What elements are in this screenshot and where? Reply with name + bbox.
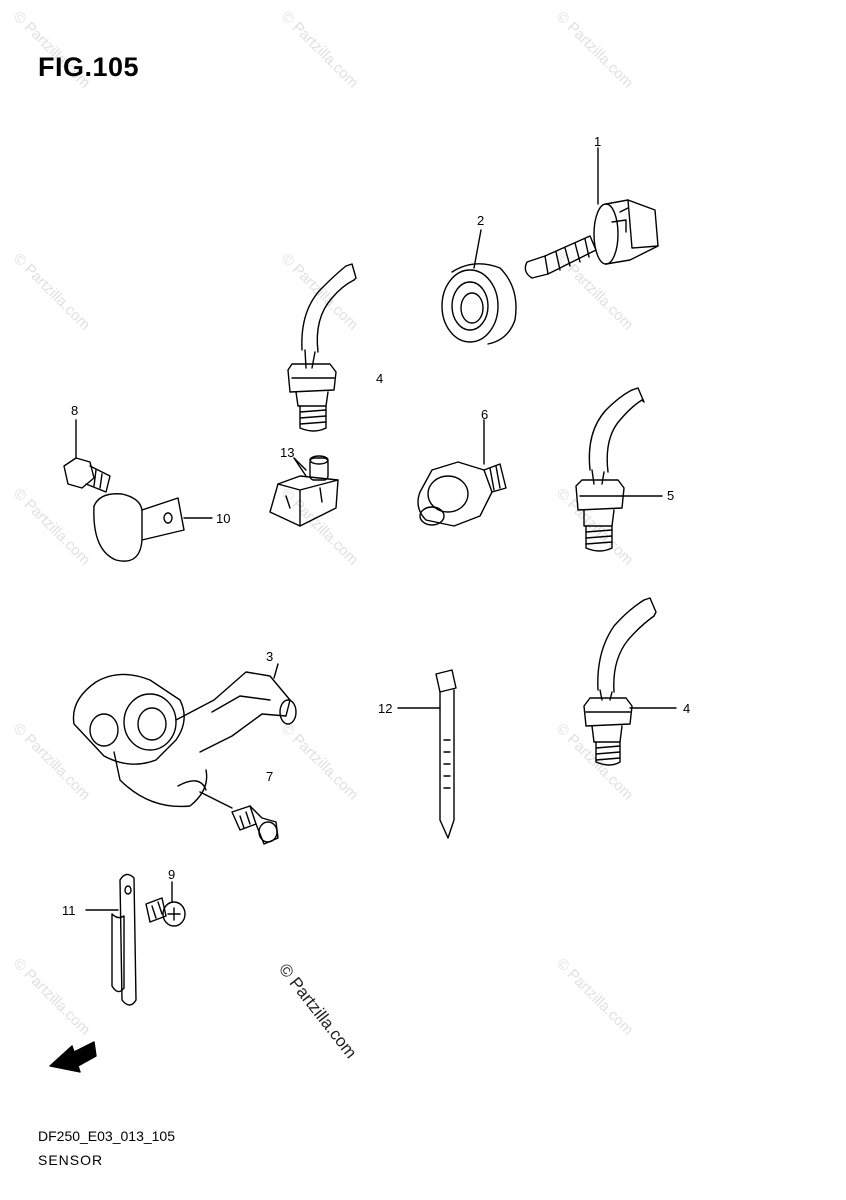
diagram-code: DF250_E03_013_105 — [38, 1128, 176, 1144]
callout-12: 12 — [378, 701, 393, 716]
fwd-arrow-icon — [49, 1041, 97, 1073]
part-5-sensor — [575, 387, 663, 552]
callout-8: 8 — [71, 403, 79, 418]
part-4-sensor-upper — [287, 263, 357, 432]
callout-2: 2 — [477, 213, 485, 228]
callout-4-lower: 4 — [683, 701, 691, 716]
callout-1: 1 — [594, 134, 602, 149]
callout-7: 7 — [266, 769, 274, 784]
part-13-clip — [269, 455, 339, 527]
part-11-clip — [85, 873, 137, 1006]
callout-9: 9 — [168, 867, 176, 882]
callout-6: 6 — [481, 407, 489, 422]
part-3-sensor-bracket — [72, 663, 297, 809]
callout-10: 10 — [216, 511, 231, 526]
part-6-knock-sensor — [417, 419, 507, 527]
part-12-cable-tie — [397, 669, 457, 839]
part-2-grommet — [441, 229, 517, 345]
part-1-sensor — [524, 147, 659, 279]
figure-title: FIG.105 — [38, 52, 140, 82]
callout-13: 13 — [280, 445, 295, 460]
diagram-caption: SENSOR — [38, 1152, 104, 1168]
callout-3: 3 — [266, 649, 274, 664]
part-10-clamp — [93, 493, 213, 562]
part-4-sensor-lower — [583, 597, 677, 766]
part-7-screw — [231, 805, 279, 845]
callout-5: 5 — [667, 488, 675, 503]
callout-11: 11 — [62, 903, 76, 918]
part-9-screw — [145, 881, 186, 927]
part-8-bolt — [63, 419, 111, 493]
callout-4-upper: 4 — [376, 371, 384, 386]
